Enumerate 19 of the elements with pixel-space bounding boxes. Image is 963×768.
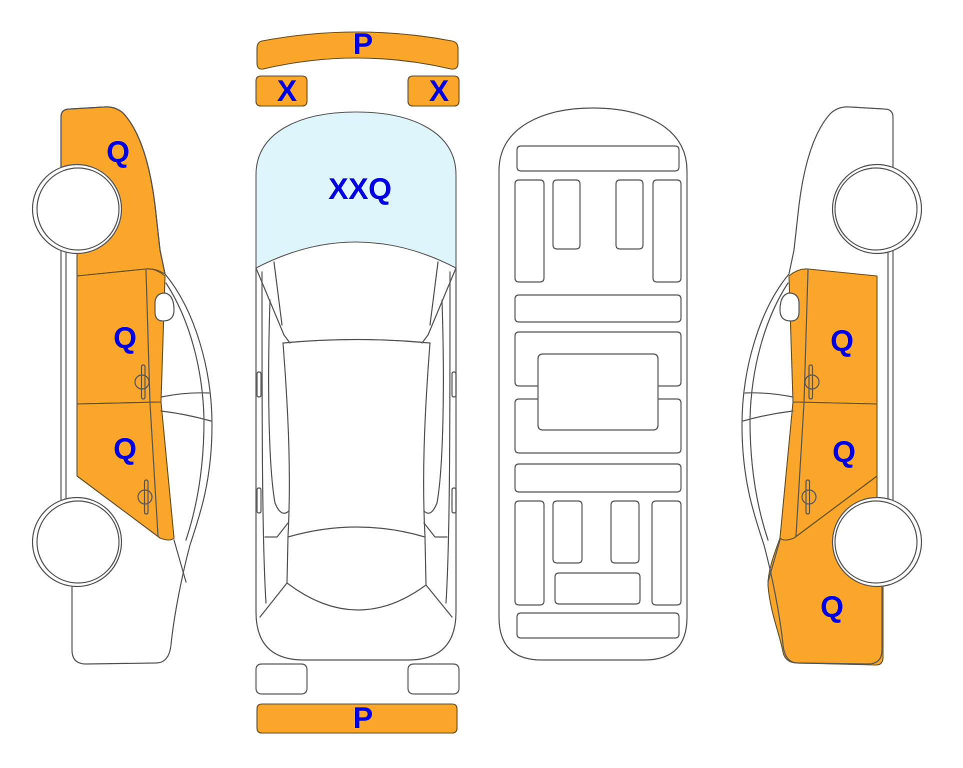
lamp-panel xyxy=(407,75,460,107)
damage-code: Q xyxy=(113,437,137,463)
lamp-outline xyxy=(255,663,308,695)
damage-code: Q xyxy=(830,329,854,355)
damage-code: X xyxy=(277,79,297,105)
damage-code: Q xyxy=(820,595,844,621)
bumper-panel xyxy=(256,703,458,734)
damage-code: Q xyxy=(113,326,137,352)
damage-code: XXQ xyxy=(328,177,392,203)
damage-code: P xyxy=(353,32,373,58)
door-panel xyxy=(787,267,878,406)
lamp-panel xyxy=(255,75,308,107)
door-panel xyxy=(76,267,167,406)
lamp-outline xyxy=(407,663,460,695)
hood-panel xyxy=(255,111,457,269)
damage-code: Q xyxy=(106,140,130,166)
damage-code: Q xyxy=(832,440,856,466)
damage-code: P xyxy=(353,706,373,732)
damage-code: X xyxy=(429,79,449,105)
